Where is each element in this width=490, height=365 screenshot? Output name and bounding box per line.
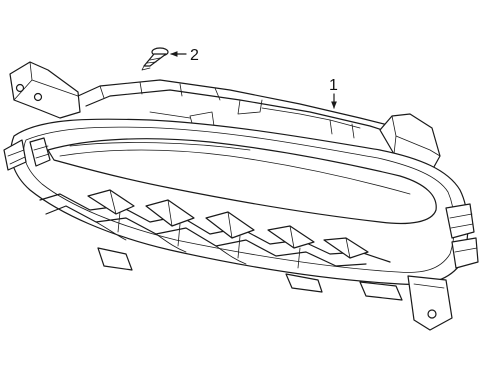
mount-hole [15,83,25,93]
callout-1: 1 [329,77,338,109]
fog-lamp-assembly [3,61,479,331]
lower-right-bracket [407,275,453,331]
left-side-clips [3,137,51,171]
led-light-guides [39,189,391,269]
screw [141,47,169,71]
callout-1-number: 1 [329,77,338,94]
lower-mounting-feet [97,247,403,301]
mount-hole [33,92,43,102]
housing-back [77,79,396,139]
left-mounting-tab [9,61,81,119]
callout-2-number: 2 [190,47,199,64]
callout-2: 2 [170,47,199,64]
right-side-clips [445,203,479,269]
mount-hole [427,309,437,319]
